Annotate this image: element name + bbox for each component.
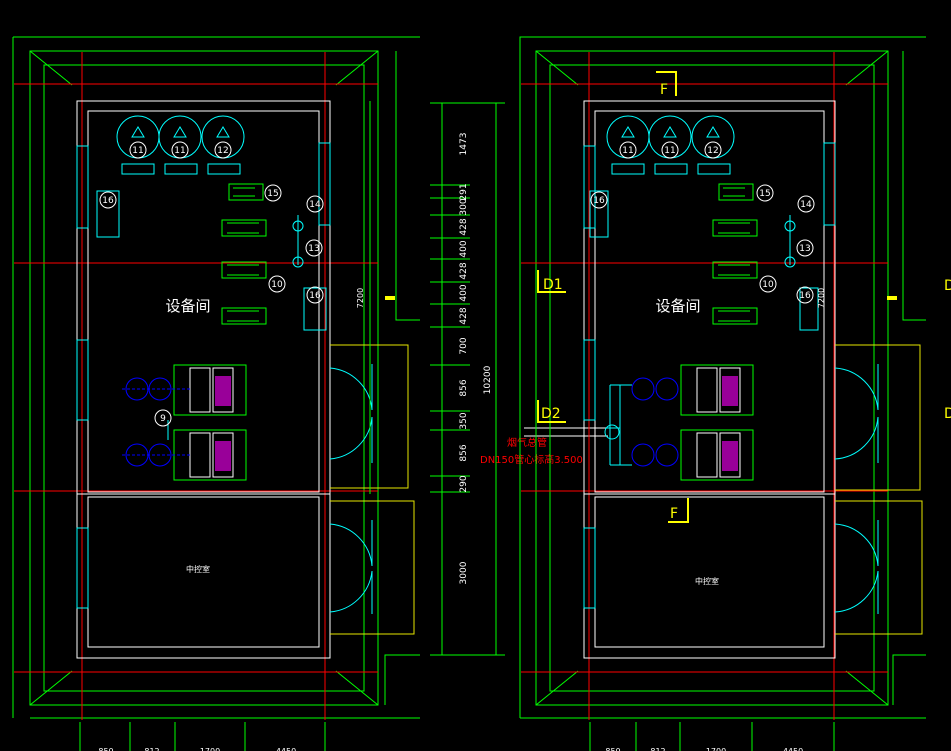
dim-400-a: 400	[459, 240, 469, 257]
bottom-dim-right-4: 4450	[783, 747, 803, 751]
overall-dimension-right: 7200	[817, 288, 826, 308]
bottom-dim-left-3: 1700	[200, 747, 220, 751]
tag-13-right: 13	[799, 244, 810, 254]
section-mark-top: F	[660, 82, 668, 98]
dimension-chain: 1473 291 300 428 400 428 400 428 700 856…	[430, 102, 505, 656]
outline-green-right	[519, 36, 926, 719]
equipment-boilers	[122, 364, 247, 481]
detail-mark-d2-edge: D	[944, 406, 951, 422]
doors	[329, 296, 415, 635]
walls-white-right	[583, 100, 836, 659]
walls-white	[76, 100, 331, 659]
equipment-boilers-right	[604, 364, 754, 481]
right-floor-plan: 11 11 12 15 14 13 10 16 16 设备间 中控室 7200 …	[519, 36, 951, 720]
equipment-cabinets	[96, 190, 327, 331]
section-mark-bottom: F	[670, 506, 678, 522]
dim-428-a: 428	[459, 218, 469, 235]
tag-13: 13	[308, 244, 319, 254]
equipment-cabinets-right	[589, 190, 819, 331]
tag-16-b: 16	[309, 291, 321, 301]
dim-291: 291	[459, 183, 469, 200]
bottom-dim-right-3: 1700	[706, 747, 726, 751]
tag-11-b: 11	[174, 146, 185, 156]
equipment-tags-right	[590, 141, 815, 304]
room-label-equipment-right: 设备间	[655, 297, 700, 315]
equipment-pumps-right	[712, 183, 758, 325]
outline-green	[12, 36, 420, 719]
dim-300: 300	[459, 198, 469, 215]
dim-856-a: 856	[459, 379, 469, 396]
tag-11-a: 11	[132, 146, 143, 156]
tag-14-right: 14	[800, 200, 812, 210]
axis-lines-red-right	[521, 52, 888, 720]
overall-dimension: 7200	[356, 288, 365, 308]
dim-350: 350	[459, 412, 469, 429]
bottom-dim-left-4: 4450	[276, 747, 296, 751]
equipment-tag-labels-right: 11 11 12 15 14 13 10 16 16	[593, 146, 812, 301]
windows-cyan-right	[583, 142, 836, 609]
room-label-control-right: 中控室	[695, 576, 719, 586]
tag-9: 9	[160, 414, 166, 424]
dim-428-c: 428	[459, 307, 469, 324]
tag-11-b-right: 11	[664, 146, 675, 156]
dim-700: 700	[459, 337, 469, 354]
tag-16-a: 16	[102, 196, 114, 206]
equipment-tag-labels: 11 11 12 15 14 13 10 16 16 9	[102, 146, 321, 424]
bottom-dim-right-1: 850	[605, 747, 620, 751]
equipment-tags	[99, 141, 324, 427]
tag-11-a-right: 11	[622, 146, 633, 156]
section-marks: F F D1 D2 D D	[537, 71, 951, 523]
detail-mark-d2: D2	[541, 406, 561, 422]
equipment-fans-right	[606, 115, 735, 175]
windows-cyan	[76, 142, 331, 609]
bottom-dim-left-1: 850	[98, 747, 113, 751]
dim-3000: 3000	[459, 561, 469, 584]
dim-290: 290	[459, 475, 469, 492]
bottom-dim-right-2: 812	[650, 747, 665, 751]
equipment-pumps	[221, 183, 267, 325]
room-label-control: 中控室	[186, 564, 210, 574]
equipment-fans	[116, 115, 245, 175]
doors-right	[834, 296, 923, 635]
left-floor-plan: 11 11 12 15 14 13 10 16 16 9 设备间 中控室 720…	[12, 36, 420, 720]
pipe-note-line1: 烟气总管	[507, 436, 547, 449]
dim-400-b: 400	[459, 284, 469, 301]
pipe-note-line2: DN150管心标高3.500	[480, 453, 583, 466]
pipe-note: 烟气总管 DN150管心标高3.500	[480, 427, 608, 466]
dim-1473: 1473	[459, 133, 469, 156]
bottom-dim-left-2: 812	[144, 747, 159, 751]
tag-14: 14	[309, 200, 321, 210]
axis-lines-red	[14, 52, 378, 720]
tag-16-a-right: 16	[593, 196, 605, 206]
tag-12: 12	[217, 146, 228, 156]
dim-428-b: 428	[459, 262, 469, 279]
dim-856-b: 856	[459, 444, 469, 461]
tag-10: 10	[271, 280, 283, 290]
tag-16-b-right: 16	[799, 291, 811, 301]
tag-10-right: 10	[762, 280, 774, 290]
tag-15: 15	[267, 189, 278, 199]
detail-mark-d1-edge: D	[944, 278, 951, 294]
tag-12-right: 12	[707, 146, 718, 156]
tag-15-right: 15	[759, 189, 770, 199]
detail-mark-d1: D1	[543, 277, 563, 293]
room-label-equipment: 设备间	[165, 297, 210, 315]
dim-total-10200: 10200	[483, 365, 493, 394]
bottom-dimensions: 850 812 1700 4450 850 812 1700 4450	[79, 722, 835, 751]
